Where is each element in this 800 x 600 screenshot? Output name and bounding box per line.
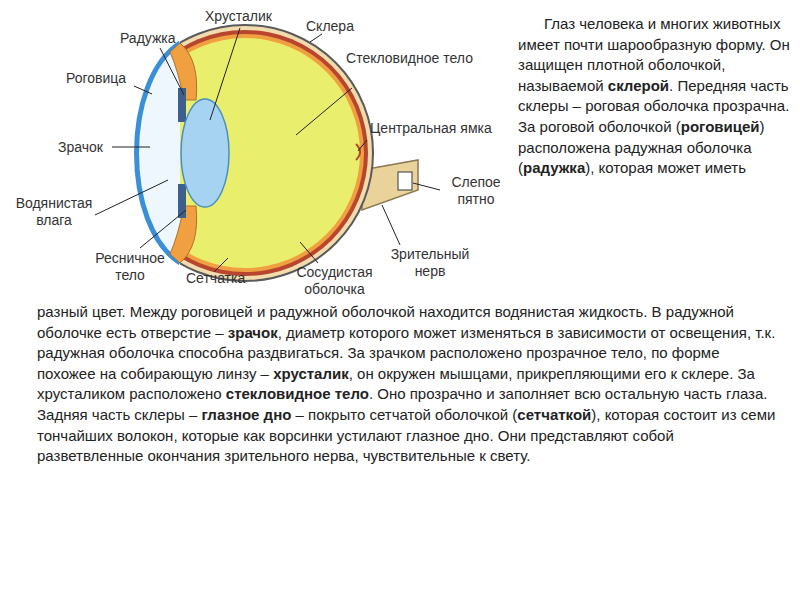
part-label: Слепое пятно bbox=[436, 174, 516, 208]
term-bold: хрусталик bbox=[273, 365, 349, 382]
text-run: – покрыто сетчатой оболочкой ( bbox=[291, 406, 517, 423]
term-bold: роговицей bbox=[681, 118, 760, 135]
part-label: Сосудистая оболочка bbox=[272, 264, 397, 298]
aqueous-humor bbox=[137, 43, 181, 263]
term-bold: глазное дно bbox=[202, 406, 292, 423]
term-bold: радужка bbox=[523, 159, 585, 176]
part-label: Ресничное тело bbox=[80, 250, 180, 284]
part-label: Роговица bbox=[66, 70, 146, 87]
part-label: Радужка bbox=[120, 30, 200, 47]
text-run: ), которая может иметь bbox=[585, 159, 746, 176]
part-label: Зрачок bbox=[58, 139, 118, 156]
term-bold: склерой bbox=[608, 77, 669, 94]
blind-spot-mark bbox=[398, 172, 412, 190]
iris bbox=[178, 88, 186, 122]
vitreous-body bbox=[180, 38, 360, 268]
choroid bbox=[180, 30, 368, 276]
cornea bbox=[137, 43, 181, 263]
part-label: Хрусталик bbox=[205, 8, 295, 25]
sclera bbox=[180, 25, 373, 281]
text-column: Глаз человека и многих животных имеет по… bbox=[518, 14, 790, 179]
part-label: Стекловидное тело bbox=[342, 50, 477, 67]
part-label: Центральная ямка bbox=[370, 120, 500, 137]
lens bbox=[181, 99, 229, 207]
term-bold: сетчаткой bbox=[517, 406, 591, 423]
part-label: Водянистая влага bbox=[4, 195, 104, 229]
fovea bbox=[356, 144, 360, 160]
retina bbox=[180, 34, 364, 272]
part-label: Зрительный нерв bbox=[380, 246, 480, 280]
term-bold: стекловидное тело bbox=[226, 385, 369, 402]
text-block: разный цвет. Между роговицей и радужной … bbox=[37, 302, 779, 467]
part-label: Сетчатка bbox=[186, 270, 266, 287]
part-label: Склера bbox=[306, 18, 376, 35]
term-bold: зрачок bbox=[228, 324, 278, 341]
